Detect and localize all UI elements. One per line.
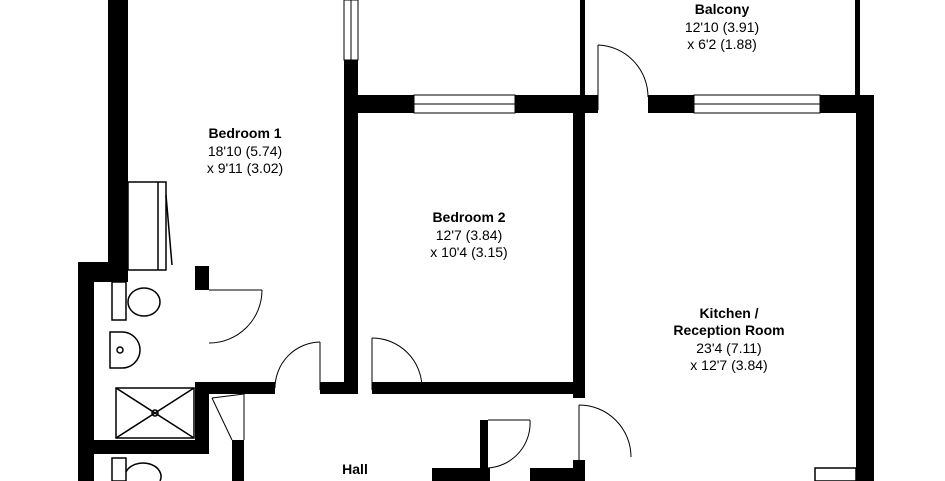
toilet-bowl [127,287,161,317]
door-bedroom1-swing [274,341,321,389]
wall-cupboard-left [480,420,488,481]
wall-bedroom2-top-left [344,95,414,113]
bedroom2-name: Bedroom 2 [432,209,505,225]
basin [109,331,141,369]
shower-drain [151,409,159,417]
toilet2-bowl [125,462,162,481]
wall-bedroom1-bedroom2 [344,60,358,390]
bedroom1-dim2: x 9'11 (3.02) [207,160,283,176]
windows [343,0,821,114]
balcony-name: Balcony [695,1,750,17]
basin-drain [116,346,124,354]
door-hall-cupboard-swing [211,393,245,399]
wall-bathroom-right-lower [195,382,209,454]
door-cupboard-swing [487,419,531,469]
bathroom-fixtures [109,281,195,481]
wall-balcony-right [855,0,860,98]
wall-kitchen-top-left [648,95,694,113]
toilet2-cistern [111,457,127,481]
wall-hall-top-middle [320,382,358,394]
shower-tray [115,387,195,439]
balcony-dim1: 12'10 (3.91) [685,19,759,35]
kitchen-name-line2: Reception Room [673,322,784,338]
door-hall-cupboard-diag [211,397,233,441]
kitchen-name-line1: Kitchen / [699,305,758,321]
wall-hall-bottom-middle [432,468,490,481]
walls [78,0,874,481]
bedroom1-dim1: 18'10 (5.74) [208,143,282,159]
shower-diag-2 [115,387,195,439]
balcony-dim2: x 6'2 (1.88) [687,36,757,52]
wardrobe [127,181,173,271]
bedroom2-dim1: 12'7 (3.84) [436,227,503,243]
wardrobe-door-line [165,194,173,266]
wall-balcony-left [580,0,585,98]
wall-kitchen-right [856,95,874,481]
toilet-cistern [111,281,127,321]
kitchen-dim1: 23'4 (7.11) [696,340,761,356]
door-bathroom-swing [208,289,263,344]
wall-bathroom-divider [94,440,209,454]
door-balcony-swing [597,44,649,98]
wall-bedroom1-left [108,0,128,270]
wardrobe-outline [127,181,167,271]
wall-hall-bottom-right [530,468,585,481]
wall-kitchen-left-lower [573,460,585,481]
room-labels: Balcony 12'10 (3.91) x 6'2 (1.88) Bedroo… [207,1,785,477]
wall-bathroom-right-upper [195,266,209,290]
hall-name: Hall [342,461,368,477]
door-bedroom2-swing [371,337,423,389]
bedroom2-dim2: x 10'4 (3.15) [430,244,507,260]
wall-bedroom1-bottom [195,382,275,394]
door-kitchen-swing [578,404,632,458]
doors [208,44,649,469]
wall-hall-left [232,440,244,481]
wall-bedroom2-top-right [515,95,598,113]
wall-bedroom2-bottom [372,382,585,394]
wall-bedroom2-right [573,113,585,398]
bedroom1-name: Bedroom 1 [208,125,281,141]
wall-bathroom-left [78,262,94,481]
kitchen-dim2: x 12'7 (3.84) [690,357,767,373]
kitchen-counter [814,467,857,481]
